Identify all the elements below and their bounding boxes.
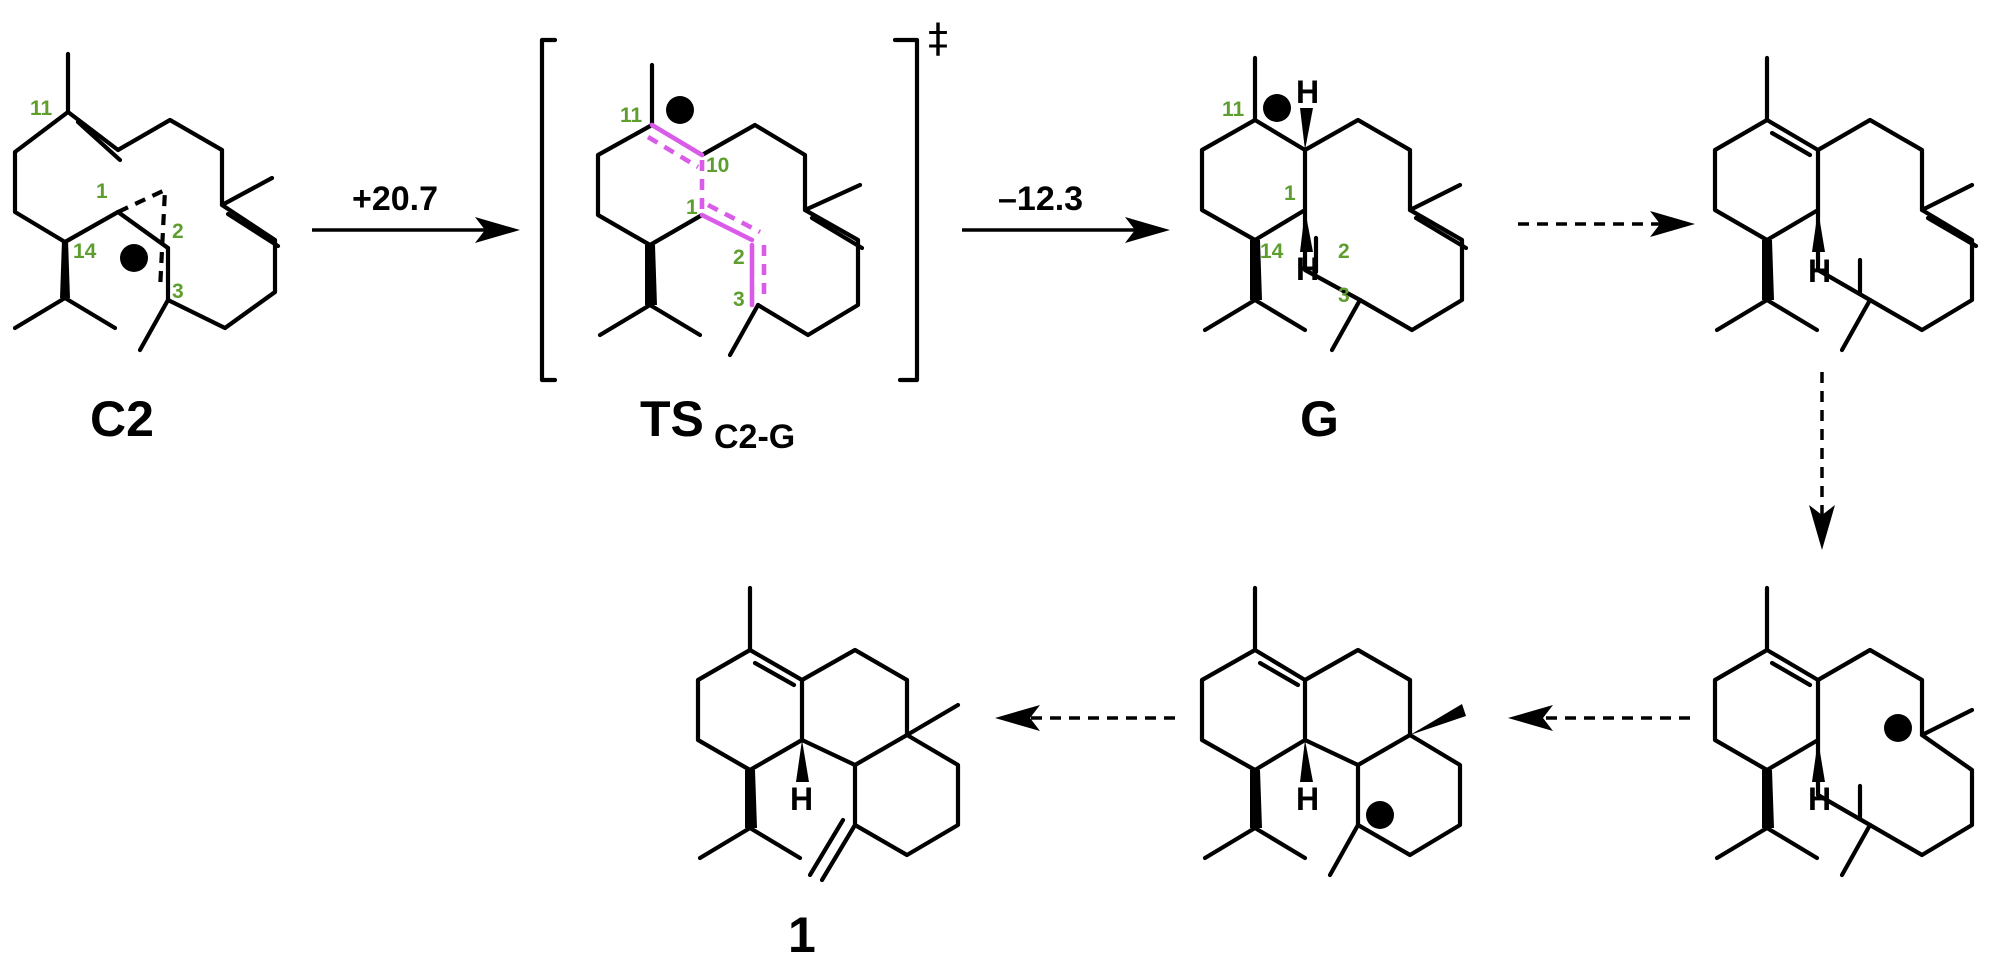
reaction-arrow-1: +20.7: [312, 180, 520, 243]
reaction-arrow-5: [1508, 705, 1690, 731]
atom-number: 11: [30, 97, 53, 120]
compound-label: G: [1300, 391, 1339, 447]
reaction-arrow-2: –12.3: [962, 180, 1170, 243]
hydrogen-label: H: [1808, 253, 1831, 289]
hydrogen-label: H: [1808, 781, 1831, 817]
plus-circle-icon: [120, 244, 148, 272]
energy-label: –12.3: [998, 180, 1083, 218]
compound-label: TS: [640, 391, 704, 447]
hydrogen-label: H: [1296, 251, 1319, 287]
molecule-ts: ‡ 11 10 1 2 3 TS C2-G: [539, 16, 948, 456]
reaction-arrow-4: [1809, 372, 1835, 550]
molecule-intermediate-1: H: [1712, 55, 1979, 353]
atom-number: 10: [706, 154, 729, 177]
molecule-product-1: H 1: [695, 585, 961, 962]
atom-number: 3: [172, 280, 184, 303]
plus-circle-icon: [666, 96, 694, 124]
reaction-arrow-6: [995, 705, 1175, 731]
atom-number: 14: [73, 240, 97, 263]
reaction-arrow-3: [1518, 211, 1695, 237]
plus-circle-icon: [1263, 94, 1291, 122]
atom-number: 11: [620, 104, 643, 127]
atom-number: 3: [733, 288, 745, 311]
hydrogen-label: H: [790, 781, 813, 817]
atom-number: 14: [1260, 240, 1284, 263]
plus-circle-icon: [1366, 801, 1394, 829]
hydrogen-label: H: [1296, 781, 1319, 817]
compound-label: C2: [90, 391, 154, 447]
atom-number: 2: [733, 246, 745, 269]
atom-number: 11: [1222, 98, 1245, 121]
energy-label: +20.7: [352, 180, 438, 218]
atom-number: 2: [1338, 240, 1350, 263]
compound-label-subscript: C2-G: [714, 418, 795, 456]
molecule-g: H H 11 1 14 2 3 G: [1199, 55, 1469, 447]
transition-state-dagger: ‡: [928, 16, 948, 62]
atom-number: 1: [1284, 182, 1296, 205]
atom-number: 2: [172, 220, 184, 243]
atom-number: 3: [1338, 284, 1350, 307]
plus-circle-icon: [1884, 714, 1912, 742]
molecule-intermediate-3: H: [1199, 585, 1466, 878]
molecule-c2: 11 1 2 14 3 C2: [12, 51, 281, 447]
compound-label: 1: [788, 907, 816, 962]
atom-number: 1: [686, 196, 698, 219]
molecule-intermediate-2: H: [1712, 585, 1975, 878]
hydrogen-label: H: [1296, 74, 1319, 110]
atom-number: 1: [96, 180, 108, 203]
